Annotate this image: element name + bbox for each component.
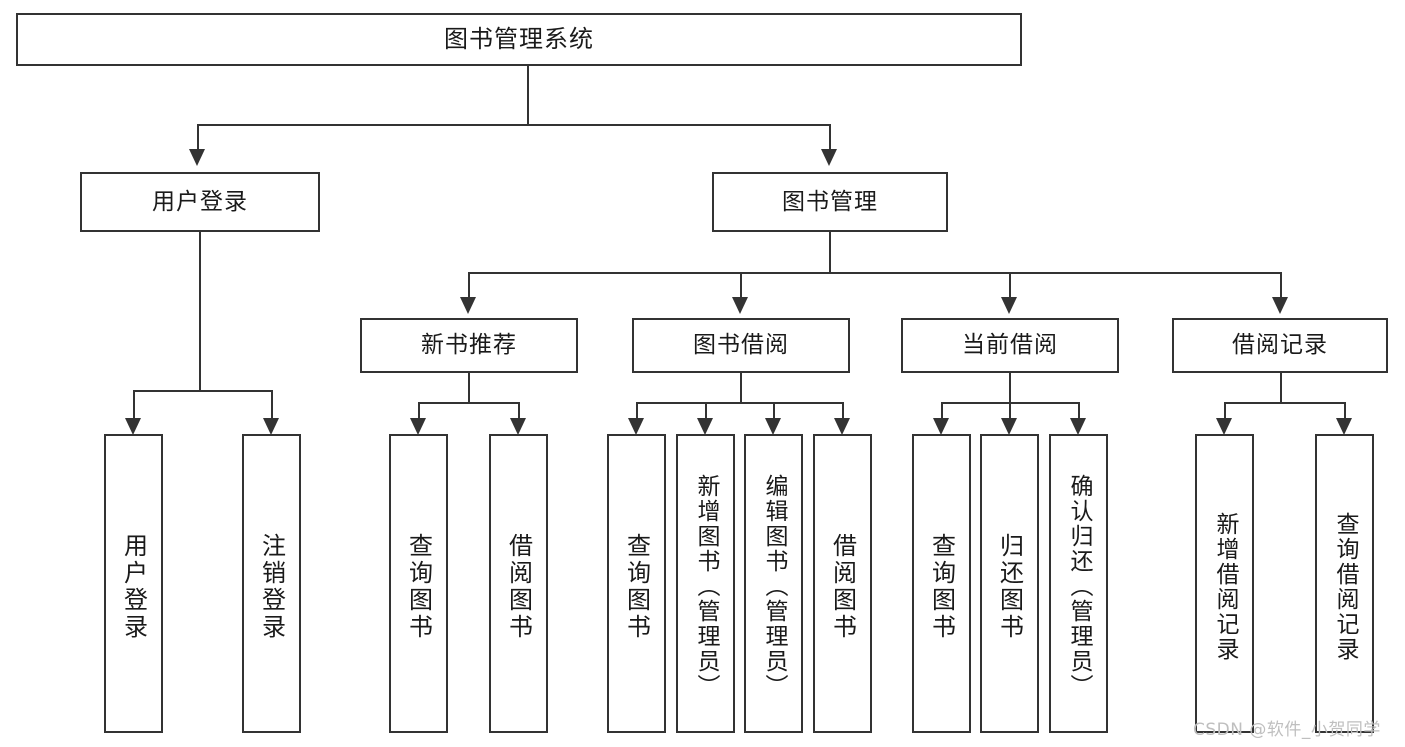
node-current-borrow-label: 当前借阅: [962, 332, 1058, 359]
leaf-return-book-label: 归还图书: [995, 532, 1024, 641]
leaf-query-book-3[interactable]: 查询图书: [912, 434, 971, 733]
node-root[interactable]: 图书管理系统: [16, 13, 1022, 66]
connector-new-book-bus: [418, 402, 518, 404]
leaf-user-logout-label: 注销登录: [257, 532, 286, 641]
connector-book-manage-stem: [829, 232, 831, 272]
leaf-return-book[interactable]: 归还图书: [980, 434, 1039, 733]
arrow-user-login-to-leaf-1: [125, 418, 141, 435]
connector-bb-to-leaf-3: [773, 402, 775, 418]
leaf-user-login[interactable]: 用户登录: [104, 434, 163, 733]
arrow-bm-to-borrow-record: [1272, 297, 1288, 314]
node-book-manage[interactable]: 图书管理: [712, 172, 948, 232]
leaf-user-login-label: 用户登录: [119, 532, 148, 641]
arrow-bm-to-new-book: [460, 297, 476, 314]
arrow-bm-to-book-borrow: [732, 297, 748, 314]
leaf-borrow-book-1-label: 借阅图书: [504, 532, 533, 641]
leaf-query-book-3-label: 查询图书: [927, 532, 956, 641]
connector-br-to-leaf-1: [1224, 402, 1226, 418]
node-borrow-record-label: 借阅记录: [1232, 332, 1328, 359]
leaf-borrow-book-1[interactable]: 借阅图书: [489, 434, 548, 733]
connector-book-borrow-stem: [740, 373, 742, 402]
arrow-cb-to-leaf-1: [933, 418, 949, 435]
leaf-query-book-2[interactable]: 查询图书: [607, 434, 666, 733]
connector-new-book-stem: [468, 373, 470, 402]
leaf-add-book[interactable]: 新增图书（管理员）: [676, 434, 735, 733]
node-root-label: 图书管理系统: [444, 24, 594, 53]
connector-bm-to-book-borrow: [740, 272, 742, 297]
node-borrow-record[interactable]: 借阅记录: [1172, 318, 1388, 373]
arrow-bb-to-leaf-3: [765, 418, 781, 435]
arrow-cb-to-leaf-3: [1070, 418, 1086, 435]
node-new-book-recommend[interactable]: 新书推荐: [360, 318, 578, 373]
arrow-bb-to-leaf-4: [834, 418, 850, 435]
connector-bb-to-leaf-4: [842, 402, 844, 418]
leaf-borrow-book-2[interactable]: 借阅图书: [813, 434, 872, 733]
connector-root-to-user-login: [197, 124, 199, 149]
arrow-root-to-book-manage: [821, 149, 837, 166]
node-book-borrow-label: 图书借阅: [693, 332, 789, 359]
arrow-br-to-leaf-2: [1336, 418, 1352, 435]
connector-cb-to-leaf-3: [1078, 402, 1080, 418]
connector-user-login-to-leaf-2: [271, 390, 273, 418]
leaf-query-record-label: 查询借阅记录: [1332, 511, 1358, 662]
node-user-login[interactable]: 用户登录: [80, 172, 320, 232]
leaf-edit-book[interactable]: 编辑图书（管理员）: [744, 434, 803, 733]
node-book-borrow[interactable]: 图书借阅: [632, 318, 850, 373]
connector-book-manage-bus: [468, 272, 1280, 274]
leaf-query-record[interactable]: 查询借阅记录: [1315, 434, 1374, 733]
arrow-bb-to-leaf-2: [697, 418, 713, 435]
leaf-edit-book-label: 编辑图书（管理员）: [761, 474, 787, 699]
leaf-confirm-return-label: 确认归还（管理员）: [1066, 474, 1092, 699]
connector-borrow-record-stem: [1280, 373, 1282, 402]
arrow-user-login-to-leaf-2: [263, 418, 279, 435]
leaf-add-record[interactable]: 新增借阅记录: [1195, 434, 1254, 733]
arrow-bb-to-leaf-1: [628, 418, 644, 435]
arrow-cb-to-leaf-2: [1001, 418, 1017, 435]
connector-cb-to-leaf-1: [941, 402, 943, 418]
csdn-watermark: CSDN @软件_小贺同学: [1193, 720, 1381, 740]
node-user-login-label: 用户登录: [152, 188, 248, 215]
connector-cb-to-leaf-2: [1009, 402, 1011, 418]
connector-borrow-record-bus: [1224, 402, 1344, 404]
leaf-query-book-2-label: 查询图书: [622, 532, 651, 641]
leaf-borrow-book-2-label: 借阅图书: [828, 532, 857, 641]
connector-book-borrow-bus: [636, 402, 842, 404]
connector-user-login-to-leaf-1: [133, 390, 135, 418]
arrow-br-to-leaf-1: [1216, 418, 1232, 435]
arrow-root-to-user-login: [189, 149, 205, 166]
connector-bm-to-borrow-record: [1280, 272, 1282, 297]
connector-root-to-book-manage: [829, 124, 831, 149]
leaf-query-book-1-label: 查询图书: [404, 532, 433, 641]
connector-new-book-to-leaf-2: [518, 402, 520, 418]
arrow-new-book-to-leaf-2: [510, 418, 526, 435]
connector-current-borrow-stem: [1009, 373, 1011, 402]
leaf-user-logout[interactable]: 注销登录: [242, 434, 301, 733]
arrow-new-book-to-leaf-1: [410, 418, 426, 435]
node-book-manage-label: 图书管理: [782, 188, 878, 215]
node-current-borrow[interactable]: 当前借阅: [901, 318, 1119, 373]
connector-root-bus: [197, 124, 829, 126]
connector-br-to-leaf-2: [1344, 402, 1346, 418]
leaf-add-record-label: 新增借阅记录: [1212, 511, 1238, 662]
leaf-confirm-return[interactable]: 确认归还（管理员）: [1049, 434, 1108, 733]
connector-bm-to-current-borrow: [1009, 272, 1011, 297]
connector-user-login-stem: [199, 232, 201, 390]
connector-bm-to-new-book: [468, 272, 470, 297]
leaf-add-book-label: 新增图书（管理员）: [693, 474, 719, 699]
connector-new-book-to-leaf-1: [418, 402, 420, 418]
connector-bb-to-leaf-1: [636, 402, 638, 418]
arrow-bm-to-current-borrow: [1001, 297, 1017, 314]
connector-root-stem: [527, 66, 529, 124]
connector-bb-to-leaf-2: [705, 402, 707, 418]
node-new-book-recommend-label: 新书推荐: [421, 332, 517, 359]
leaf-query-book-1[interactable]: 查询图书: [389, 434, 448, 733]
connector-user-login-bus: [133, 390, 271, 392]
